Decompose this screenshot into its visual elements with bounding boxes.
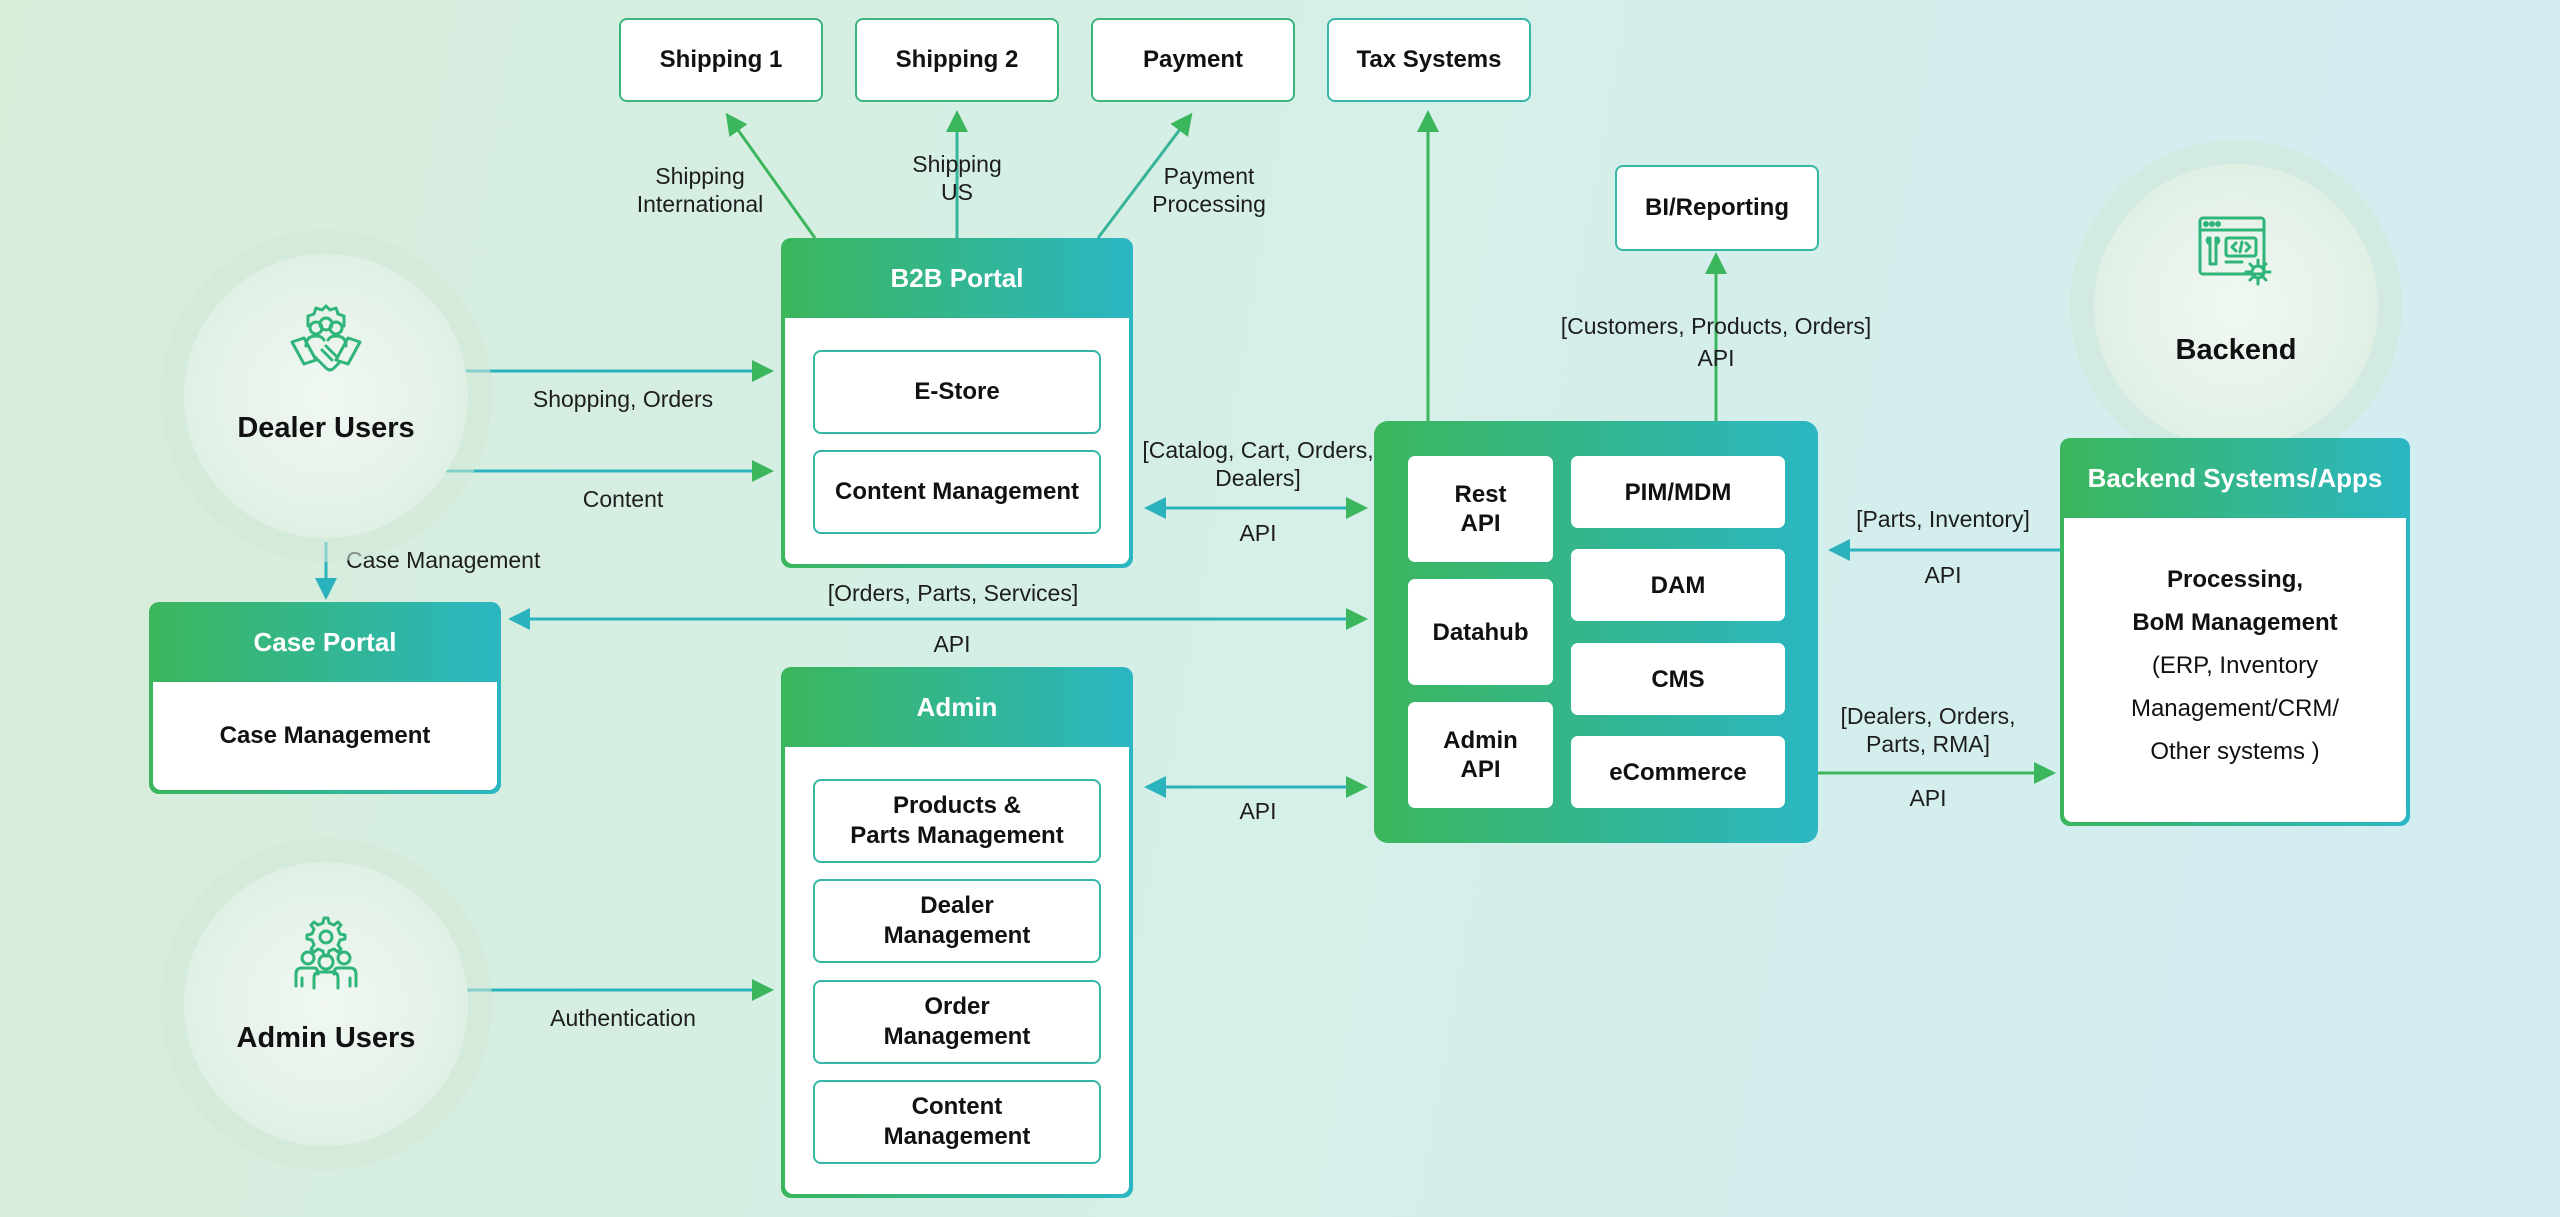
bi-reporting-box: BI/Reporting	[1615, 165, 1819, 251]
tax-systems-label: Tax Systems	[1356, 46, 1502, 73]
backend-label: Backend	[2175, 334, 2297, 366]
admin-item-label: Products & Parts Management	[850, 792, 1064, 849]
admin-item-order: Order Management	[813, 980, 1101, 1064]
b2b-item-estore: E-Store	[813, 350, 1101, 434]
b2b-portal-title: B2B Portal	[890, 262, 1024, 293]
platform-dam: DAM	[1571, 549, 1785, 621]
label-shipping-international: Shipping International	[636, 163, 764, 217]
arrow-shipping-international	[725, 112, 817, 239]
label-admin-api: API	[1239, 798, 1277, 824]
platform-item-label: eCommerce	[1609, 758, 1747, 786]
platform-pim-mdm: PIM/MDM	[1571, 456, 1785, 528]
label-content: Content	[582, 486, 664, 512]
admin-item-label: Dealer Management	[883, 892, 1031, 949]
backend-line: Management/CRM/	[2130, 695, 2340, 722]
label-orders-parts: [Orders, Parts, Services]	[827, 580, 1079, 606]
admin-portal-title: Admin	[916, 691, 998, 722]
case-portal-body-label: Case Management	[219, 722, 431, 749]
backend-line: Other systems )	[2150, 738, 2320, 765]
admin-item-content: Content Management	[813, 1080, 1101, 1164]
platform-item-label: Admin API	[1443, 727, 1518, 783]
payment-label: Payment	[1142, 46, 1244, 73]
platform-ecommerce: eCommerce	[1571, 736, 1785, 808]
label-bi-data: [Customers, Products, Orders]	[1560, 313, 1872, 339]
payment-box: Payment	[1091, 18, 1295, 102]
platform-item-label: PIM/MDM	[1624, 478, 1732, 506]
label-case-management: Case Management	[346, 547, 541, 573]
shipping1-box: Shipping 1	[619, 18, 823, 102]
admin-users-label: Admin Users	[236, 1022, 416, 1054]
platform-item-label: CMS	[1651, 665, 1705, 693]
platform-item-label: Datahub	[1432, 618, 1529, 646]
backend-line: (ERP, Inventory	[2151, 652, 2319, 679]
label-shopping-orders: Shopping, Orders	[532, 386, 714, 412]
label-shipping-us: Shipping US	[912, 151, 1002, 205]
label-authentication: Authentication	[550, 1005, 696, 1031]
label-orders-parts-api: API	[933, 631, 971, 657]
platform-datahub: Datahub	[1408, 579, 1553, 685]
dealer-users-label: Dealer Users	[237, 412, 415, 444]
label-dealers-orders-api: API	[1909, 785, 1947, 811]
admin-item-products: Products & Parts Management	[813, 779, 1101, 863]
shipping1-label: Shipping 1	[659, 46, 783, 73]
label-dealers-orders: [Dealers, Orders, Parts, RMA]	[1840, 703, 2016, 757]
admin-item-dealer: Dealer Management	[813, 879, 1101, 963]
backend-systems-text: Processing, BoM Management (ERP, Invento…	[2064, 558, 2406, 773]
case-portal-title: Case Portal	[253, 626, 397, 657]
label-parts-inventory: [Parts, Inventory]	[1856, 506, 2030, 532]
b2b-item-label: E-Store	[914, 378, 1000, 405]
backend-node: Backend	[2094, 164, 2378, 448]
b2b-item-label: Content Management	[834, 478, 1079, 505]
arrow-payment-processing	[1096, 112, 1193, 239]
label-bi-api: API	[1697, 345, 1735, 371]
platform-item-label: DAM	[1650, 571, 1706, 599]
admin-users-node: Admin Users	[184, 862, 468, 1146]
shipping2-label: Shipping 2	[895, 46, 1019, 73]
backend-systems-body: Processing, BoM Management (ERP, Invento…	[2064, 518, 2406, 822]
backend-systems-panel: Backend Systems/Apps Processing, BoM Man…	[2060, 438, 2410, 826]
label-parts-inventory-api: API	[1924, 562, 1962, 588]
platform-admin-api: Admin API	[1408, 702, 1553, 808]
platform-rest-api: Rest API	[1408, 456, 1553, 562]
label-catalog: [Catalog, Cart, Orders, Dealers]	[1142, 437, 1374, 491]
case-portal-body: Case Management	[153, 682, 497, 790]
backend-systems-title: Backend Systems/Apps	[2087, 462, 2383, 493]
b2b-item-content-management: Content Management	[813, 450, 1101, 534]
admin-item-label: Content Management	[883, 1093, 1031, 1150]
handshake-people-icon	[290, 304, 362, 372]
code-browser-gear-icon	[2198, 216, 2272, 286]
tax-systems-box: Tax Systems	[1327, 18, 1531, 102]
bi-reporting-label: BI/Reporting	[1645, 194, 1789, 221]
backend-line: Processing,	[2166, 566, 2304, 593]
dealer-users-node: Dealer Users	[184, 254, 468, 538]
case-portal-panel: Case Portal Case Management	[149, 602, 501, 794]
gear-people-icon	[294, 916, 358, 990]
label-catalog-api: API	[1239, 520, 1277, 546]
label-payment-processing: Payment Processing	[1152, 163, 1266, 217]
platform-cms: CMS	[1571, 643, 1785, 715]
platform-item-label: Rest API	[1454, 481, 1507, 537]
admin-item-label: Order Management	[883, 993, 1031, 1050]
backend-line: BoM Management	[2132, 609, 2338, 636]
shipping2-box: Shipping 2	[855, 18, 1059, 102]
